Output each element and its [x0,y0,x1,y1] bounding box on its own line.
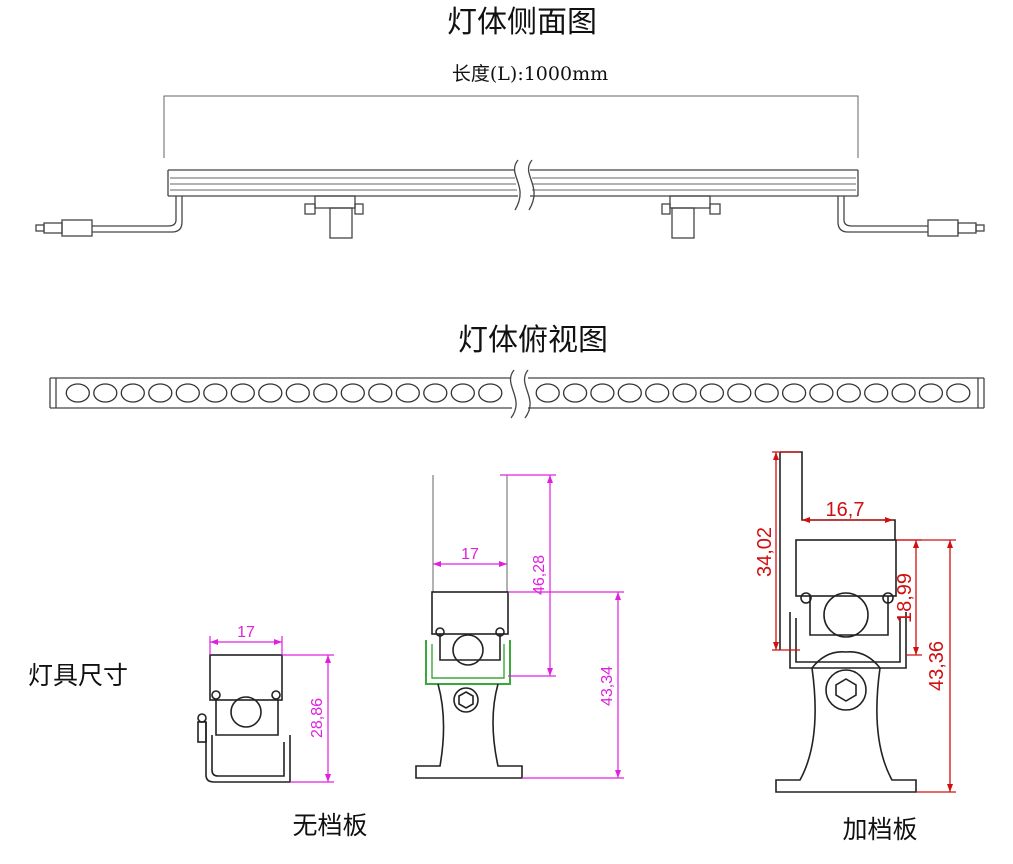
mounted-total-height: 43,34 [599,666,616,706]
no-baffle-width: 17 [237,624,255,641]
top-view-body-left [49,377,512,409]
drawing-mounted: 17 46,28 43,34 [415,474,624,779]
length-dimension-line [163,95,859,158]
mounted-upper-height: 46,28 [531,555,548,595]
led [120,383,145,403]
led [672,383,697,403]
side-view: 灯体侧面图 长度(L):1000mm [35,5,985,239]
led [65,383,90,403]
mount-clip-right [661,195,721,239]
mount-clip-left [304,195,364,239]
with-baffle-body-height: 18,99 [894,573,916,623]
led [891,383,916,403]
cable-left [92,196,183,233]
led [175,383,200,403]
led [450,383,475,403]
led [230,383,255,403]
led [617,383,642,403]
led [727,383,752,403]
led [781,383,807,403]
drawing-no-baffle: 17 28,86 无档板 [197,624,368,840]
side-view-title: 灯体侧面图 [447,5,597,40]
top-break-mark-right [523,369,531,419]
led [946,383,971,403]
led [313,383,338,403]
led [590,383,615,403]
led-row-right [535,383,971,403]
dimensions-section-label: 灯具尺寸 [28,661,128,690]
drawing-with-baffle: 16,7 34,02 18,99 43,36 加档板 [754,451,956,844]
led [285,383,310,403]
led [836,383,861,403]
with-baffle-baffle-height: 34,02 [754,527,776,577]
led [203,383,228,403]
with-baffle-caption: 加档板 [842,815,917,844]
cable-right [837,196,928,233]
led [809,383,834,403]
connector-left [35,219,93,237]
led [478,383,503,403]
led-row-left [65,383,503,403]
led [395,383,420,403]
led [535,383,560,403]
led [918,383,944,403]
led [148,383,173,403]
with-baffle-total-height: 43,36 [926,641,948,691]
led [754,383,779,403]
length-label: 长度(L):1000mm [452,63,608,85]
led [562,383,588,403]
top-view-title: 灯体俯视图 [458,323,608,358]
top-break-mark-left [509,369,517,419]
top-view-body-right [528,377,985,409]
break-mark-left [513,159,521,211]
top-view: 灯体俯视图 [49,323,985,419]
led [645,383,670,403]
led [258,383,283,403]
with-baffle-width: 16,7 [826,499,865,521]
no-baffle-height: 28,86 [309,698,326,738]
no-baffle-caption: 无档板 [292,811,367,840]
led [93,383,118,403]
lamp-body [167,159,859,211]
mounted-width: 17 [461,546,479,563]
led [340,383,365,403]
connector-right [927,219,985,237]
led [864,383,889,403]
led [368,383,393,403]
break-mark-right [527,159,535,211]
led [699,383,725,403]
led [423,383,448,403]
